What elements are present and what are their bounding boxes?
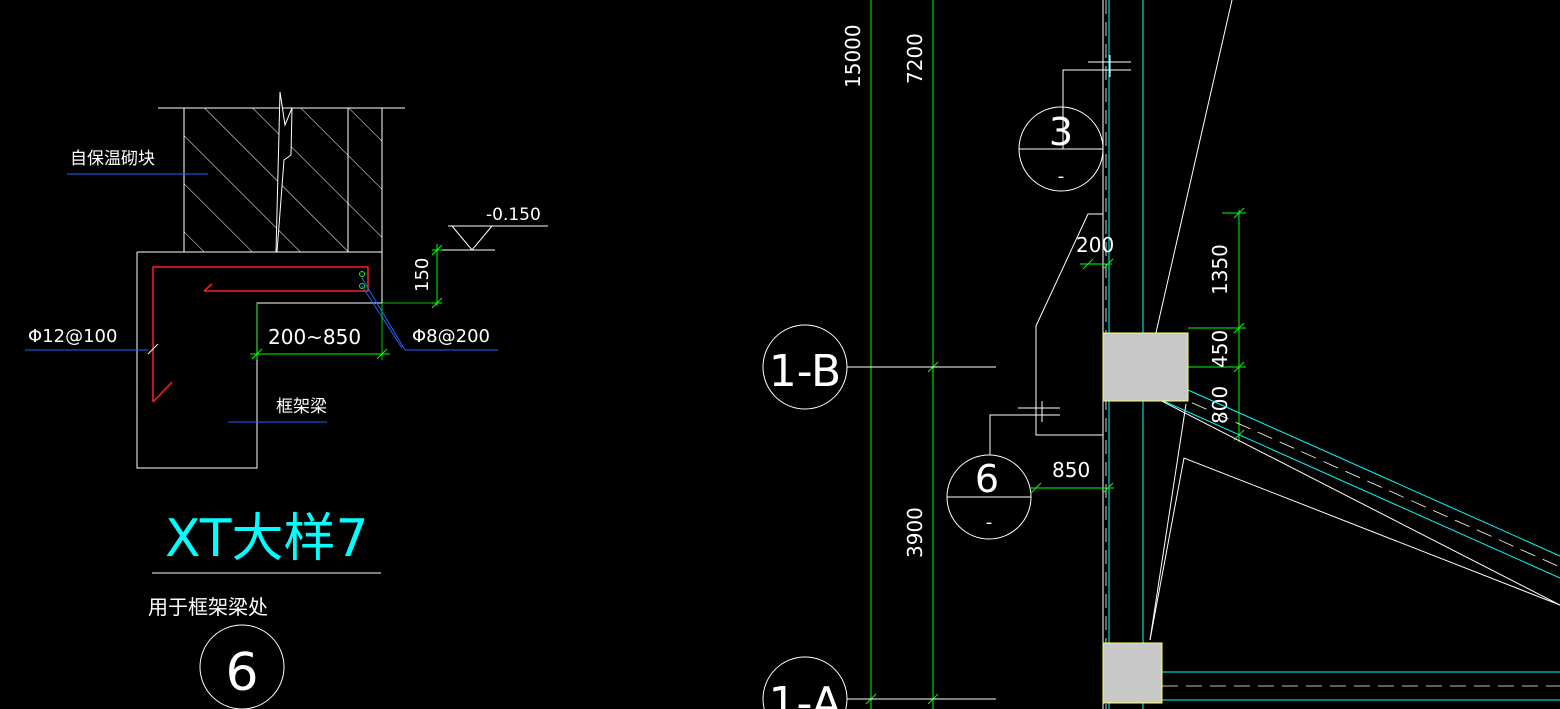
callout-3-number: 3: [1049, 110, 1073, 154]
axis-1a-label: 1-A: [768, 678, 841, 709]
detail-subtitle: 用于框架梁处: [148, 595, 268, 619]
dim-150: 150: [382, 244, 443, 309]
frame-beam-outline: [136, 251, 383, 469]
elevation-value: -0.150: [486, 205, 541, 225]
insulation-wall: [158, 91, 405, 253]
detail-number-circle: [199, 624, 285, 709]
column-lower: [1102, 642, 1163, 704]
callout-6: 6 -: [946, 401, 1060, 540]
dim-800: 800: [1208, 386, 1232, 424]
callout-3-sheet: -: [1058, 166, 1065, 187]
beam-rebar: [152, 266, 369, 403]
stair-outline: [1035, 213, 1103, 436]
dim-chain-right: 1350 450 800: [1188, 207, 1246, 442]
rebar-dist-label: Φ8@200: [412, 326, 490, 347]
dim-450: 450: [1208, 330, 1232, 368]
left-detail: 自保温砌块 Φ12@100 框架梁 Φ8@200 -0.150 150: [25, 91, 548, 709]
column-upper: [1102, 332, 1189, 402]
callout-6-number: 6: [975, 457, 999, 501]
dim-850-text: 850: [1052, 458, 1090, 482]
elevation-mark: -0.150: [438, 205, 548, 251]
dim-850: 850: [1030, 458, 1114, 494]
dim-1350: 1350: [1208, 244, 1232, 295]
beam-label: 框架梁: [276, 397, 327, 417]
callout-3: 3 -: [1018, 55, 1131, 192]
callout-6-sheet: -: [986, 512, 993, 533]
dim-200-850: 200~850: [250, 303, 390, 360]
dim-15000: 15000: [841, 24, 865, 88]
stair-slab: [1104, 371, 1560, 701]
detail-number: 6: [225, 643, 258, 703]
dim-150-text: 150: [412, 258, 433, 292]
dim-7200: 7200: [903, 33, 927, 84]
dim-200-850-text: 200~850: [268, 325, 361, 349]
right-plan: 15000 7200 3900 1-B 1-A 200: [762, 0, 1560, 709]
rebar-main-label: Φ12@100: [28, 326, 117, 347]
break-line: [275, 91, 293, 253]
axis-1b-label: 1-B: [769, 346, 842, 397]
detail-title: XT大样7: [165, 509, 369, 569]
dim-3900: 3900: [903, 507, 927, 558]
dim-200: 200: [1076, 233, 1114, 257]
wall-label: 自保温砌块: [70, 149, 155, 169]
